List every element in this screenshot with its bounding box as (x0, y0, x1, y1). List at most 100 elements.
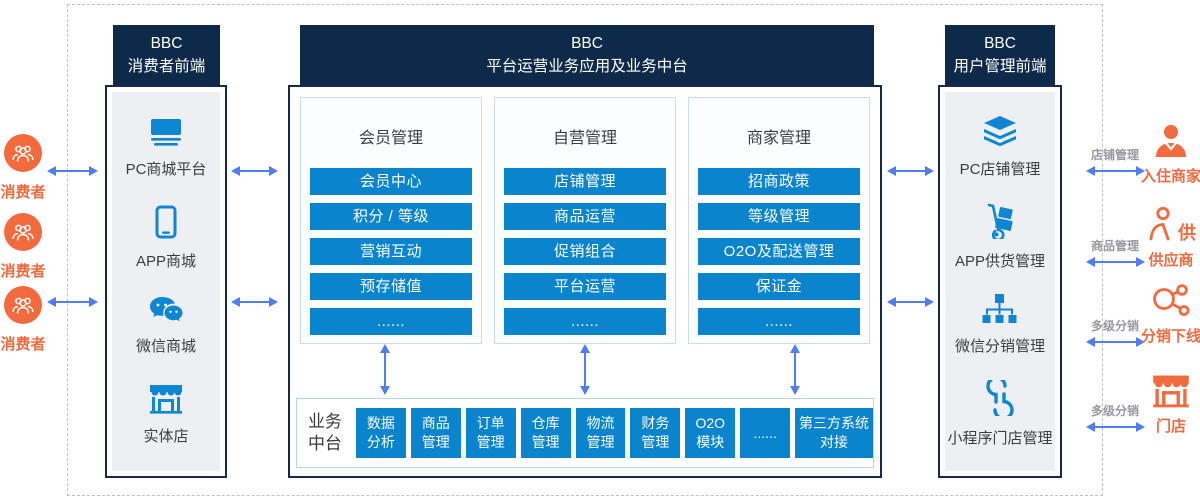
app-supply-icon (981, 203, 1019, 239)
entity-label: 入住商家 (1140, 168, 1200, 185)
backend-item-label: APP供货管理 (954, 252, 1045, 270)
header-line-1: BBC (150, 34, 183, 52)
frontend-item-label: 实体店 (143, 427, 189, 445)
user-management-list: PC店铺管理 APP供货管理 (945, 92, 1055, 471)
management-groups: 会员管理 会员中心 积分 / 等级 营销互动 预存储值 ...... 自营管理 … (300, 97, 870, 344)
entity-supplier: 供 供应商 (1140, 206, 1200, 270)
backend-item-label: 微信分销管理 (954, 338, 1045, 356)
frontend-item-label: APP商城 (135, 252, 196, 270)
wechat-distribution-icon (982, 294, 1017, 324)
group-to-platform-arrow-1 (380, 344, 390, 395)
frontend-to-platform-arrow-2 (231, 297, 278, 307)
backend-item-miniprogram-store: 小程序门店管理 (947, 379, 1053, 448)
platform-to-backend-arrow-2 (887, 297, 934, 307)
arrow-label-goods-management: 商品管理 (1090, 239, 1139, 253)
entity-label: 门店 (1155, 418, 1186, 435)
consumer-frontend-list: PC商城平台 APP商城 (112, 92, 220, 471)
platform-boundary-frame (67, 4, 1103, 496)
middle-platform-label: 业务中台 (307, 411, 342, 453)
group-item-more: ...... (698, 308, 860, 335)
user-management-frontend-header: BBC 用户管理前端 (945, 25, 1055, 85)
group-title: 商家管理 (746, 130, 811, 147)
group-item-more: ...... (310, 308, 472, 335)
group-title: 会员管理 (358, 130, 423, 147)
group-item-more: ...... (504, 308, 666, 335)
consumer-to-frontend-arrow-1 (47, 166, 98, 176)
physical-store-icon (148, 382, 184, 414)
group-title: 自营管理 (552, 130, 617, 147)
backend-item-app-supply: APP供货管理 (955, 203, 1045, 271)
group-to-platform-arrow-2 (580, 344, 590, 395)
group-item: 保证金 (698, 273, 860, 300)
consumer-label: 消费者 (0, 336, 46, 353)
group-item: 积分 / 等级 (310, 203, 472, 230)
group-item-list: 店铺管理 商品运营 促销组合 平台运营 ...... (504, 168, 666, 335)
group-to-platform-arrow-3 (790, 344, 800, 395)
platform-middle-header: BBC 平台运营业务应用及业务中台 (300, 25, 874, 85)
entity-settled-merchant: 入住商家 (1140, 124, 1200, 186)
module-more: ...... (740, 408, 791, 458)
consumer-entity-2: 消费者 (0, 213, 46, 281)
group-item: O2O及配送管理 (698, 238, 860, 265)
backend-to-distributor-arrow (1086, 337, 1145, 347)
supplier-icon: 供 (1146, 206, 1196, 242)
header-line-2: 用户管理前端 (953, 58, 1047, 75)
supplier-icon-char: 供 (1178, 223, 1196, 243)
miniprogram-store-icon (984, 379, 1016, 416)
backend-to-store-arrow (1086, 422, 1145, 432)
frontend-item-label: 微信商城 (135, 338, 196, 356)
group-item: 等级管理 (698, 203, 860, 230)
consumer-frontend-panel: PC商城平台 APP商城 (105, 85, 227, 478)
group-member-management: 会员管理 会员中心 积分 / 等级 营销互动 预存储值 ...... (300, 97, 482, 344)
group-item: 店铺管理 (504, 168, 666, 195)
consumer-entity-1: 消费者 (0, 134, 46, 202)
consumer-entity-3: 消费者 (0, 286, 46, 354)
consumers-group-icon (4, 286, 42, 324)
backend-item-pc-shop: PC店铺管理 (960, 115, 1040, 179)
pc-mall-icon (149, 117, 183, 147)
frontend-item-label: PC商城平台 (125, 161, 207, 179)
header-line-2: 平台运营业务应用及业务中台 (486, 58, 688, 75)
backend-item-label: 小程序门店管理 (947, 429, 1053, 447)
entity-label: 分销下线 (1140, 328, 1200, 345)
group-item-list: 会员中心 积分 / 等级 营销互动 预存储值 ...... (310, 168, 472, 335)
header-line-2: 消费者前端 (127, 58, 206, 75)
module-third-party-integration: 第三方系统对接 (795, 408, 873, 458)
backend-to-supplier-arrow (1086, 257, 1145, 267)
business-middle-platform-bar: 业务中台 数据分析 商品管理 订单管理 仓库管理 物流管理 财务管理 O2O模块… (296, 398, 874, 468)
group-item: 促销组合 (504, 238, 666, 265)
pc-shop-icon (982, 115, 1018, 147)
module-data-analysis: 数据分析 (355, 408, 406, 458)
module-finance-management: 财务管理 (630, 408, 681, 458)
platform-to-backend-arrow-1 (887, 166, 934, 176)
group-item: 预存储值 (310, 273, 472, 300)
frontend-item-wechat-mall: 微信商城 (136, 296, 196, 356)
arrow-label-multilevel-distribution-1: 多级分销 (1090, 319, 1139, 333)
consumers-group-icon (4, 213, 42, 251)
store-icon (1151, 372, 1191, 408)
header-line-1: BBC (984, 34, 1016, 52)
group-item: 营销互动 (310, 238, 472, 265)
app-mall-icon (155, 205, 177, 239)
frontend-item-physical-store: 实体店 (143, 382, 189, 446)
group-self-operation-management: 自营管理 店铺管理 商品运营 促销组合 平台运营 ...... (494, 97, 676, 344)
header-line-1: BBC (571, 34, 603, 52)
arrow-label-multilevel-distribution-2: 多级分销 (1090, 404, 1139, 418)
entity-label: 供应商 (1148, 252, 1194, 269)
group-item-list: 招商政策 等级管理 O2O及配送管理 保证金 ...... (698, 168, 860, 335)
user-management-frontend-panel: PC店铺管理 APP供货管理 (938, 85, 1062, 478)
backend-item-wechat-distribution: 微信分销管理 (955, 294, 1045, 356)
consumer-to-frontend-arrow-2 (47, 297, 98, 307)
module-order-management: 订单管理 (465, 408, 516, 458)
frontend-item-pc-mall: PC商城平台 (125, 117, 207, 179)
entity-distributor: 分销下线 (1140, 284, 1200, 346)
group-item: 平台运营 (504, 273, 666, 300)
frontend-item-app-mall: APP商城 (136, 205, 196, 271)
group-item: 商品运营 (504, 203, 666, 230)
settled-merchant-icon (1153, 124, 1189, 158)
arrow-label-shop-management: 店铺管理 (1090, 148, 1139, 162)
wechat-mall-icon (149, 296, 183, 324)
consumer-label: 消费者 (0, 263, 46, 280)
group-merchant-management: 商家管理 招商政策 等级管理 O2O及配送管理 保证金 ...... (688, 97, 870, 344)
